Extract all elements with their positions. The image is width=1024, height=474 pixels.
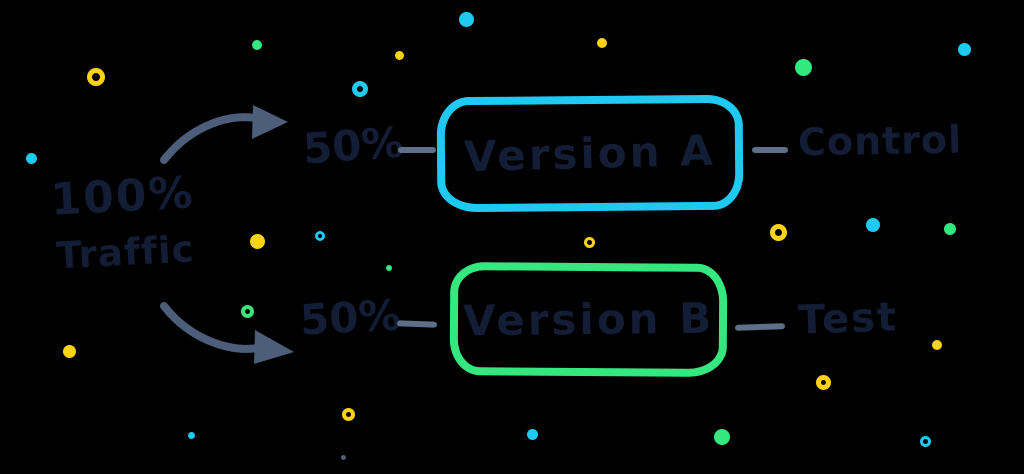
confetti-ring — [583, 236, 595, 248]
confetti-dot — [25, 152, 37, 164]
split-arrow-bottom-icon — [160, 302, 294, 364]
confetti-ring — [815, 374, 831, 390]
confetti-dot — [340, 454, 346, 460]
confetti-dot — [394, 50, 404, 60]
split-arrow-top-icon — [160, 105, 288, 164]
confetti-dot — [932, 340, 942, 350]
control-label: Control — [797, 117, 963, 165]
confetti-dot — [249, 233, 265, 249]
confetti-dot — [62, 344, 76, 358]
connector-dash — [734, 323, 786, 331]
confetti-dot — [957, 42, 971, 56]
confetti-dot — [187, 431, 195, 439]
confetti-dot — [526, 428, 538, 440]
confetti-ring — [240, 304, 254, 318]
connector-dash — [398, 147, 436, 153]
percent-label-a: 50% — [301, 117, 406, 174]
traffic-percent-text: 100% — [49, 167, 196, 226]
traffic-word-text: Traffic — [55, 227, 196, 278]
test-label: Test — [797, 294, 899, 344]
confetti-ring — [87, 68, 105, 86]
confetti-dot — [458, 11, 474, 27]
confetti-dot — [944, 223, 956, 235]
traffic-source-label: 100% Traffic — [42, 167, 207, 278]
version-a-box: Version A — [436, 94, 744, 213]
confetti-dot — [252, 40, 262, 50]
confetti-dot — [866, 218, 880, 232]
confetti-dot — [714, 429, 730, 445]
confetti-ring — [769, 223, 787, 241]
confetti-dot — [597, 38, 607, 48]
version-b-label: Version B — [462, 293, 715, 346]
confetti-ring — [341, 407, 355, 421]
connector-dash — [396, 320, 438, 328]
confetti-ring — [352, 81, 368, 97]
version-a-label: Version A — [463, 125, 717, 182]
connector-dash — [752, 147, 788, 153]
confetti-ring — [315, 231, 325, 241]
confetti-dot — [386, 265, 392, 271]
version-b-box: Version B — [449, 262, 728, 377]
percent-label-b: 50% — [298, 290, 402, 345]
confetti-ring — [919, 435, 931, 447]
confetti-dot — [794, 58, 812, 76]
